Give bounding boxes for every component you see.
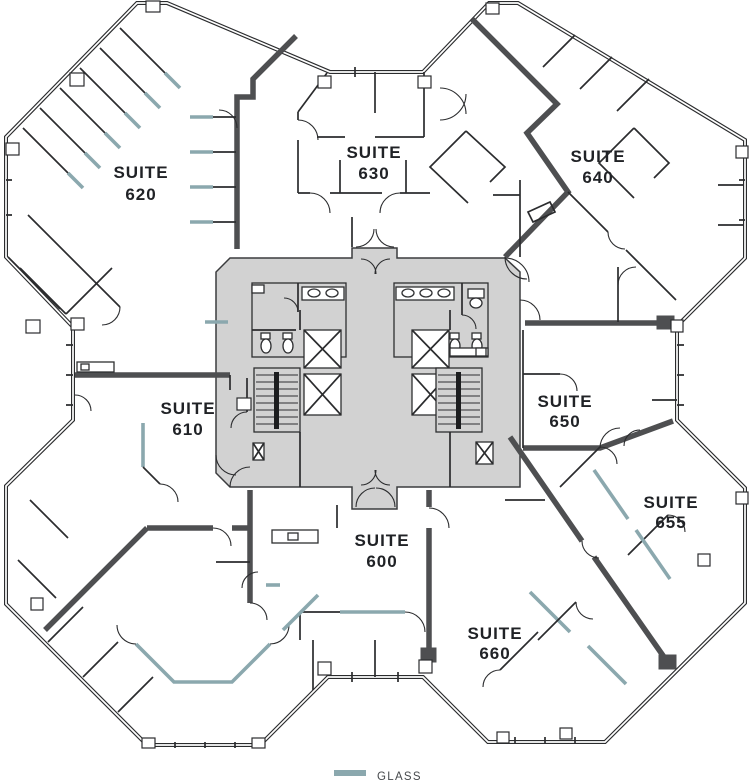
restroom-right <box>393 282 489 358</box>
demising-walls <box>43 17 677 670</box>
stairwell-right <box>435 367 483 433</box>
suite-640-walls <box>504 34 749 333</box>
legend: GLASS <box>334 770 422 783</box>
suite-655-walls <box>505 446 749 581</box>
legend-glass-label: GLASS <box>377 771 422 783</box>
suite-630-walls <box>297 2 557 257</box>
stairwell-left <box>253 367 301 433</box>
building-core <box>215 228 541 510</box>
suite-660-walls <box>312 507 628 744</box>
suite-600-walls <box>212 505 426 640</box>
suite-610-walls <box>17 267 320 749</box>
glass-swatch <box>334 770 366 776</box>
suite-650-walls <box>522 330 677 449</box>
utility-shafts <box>252 441 494 465</box>
